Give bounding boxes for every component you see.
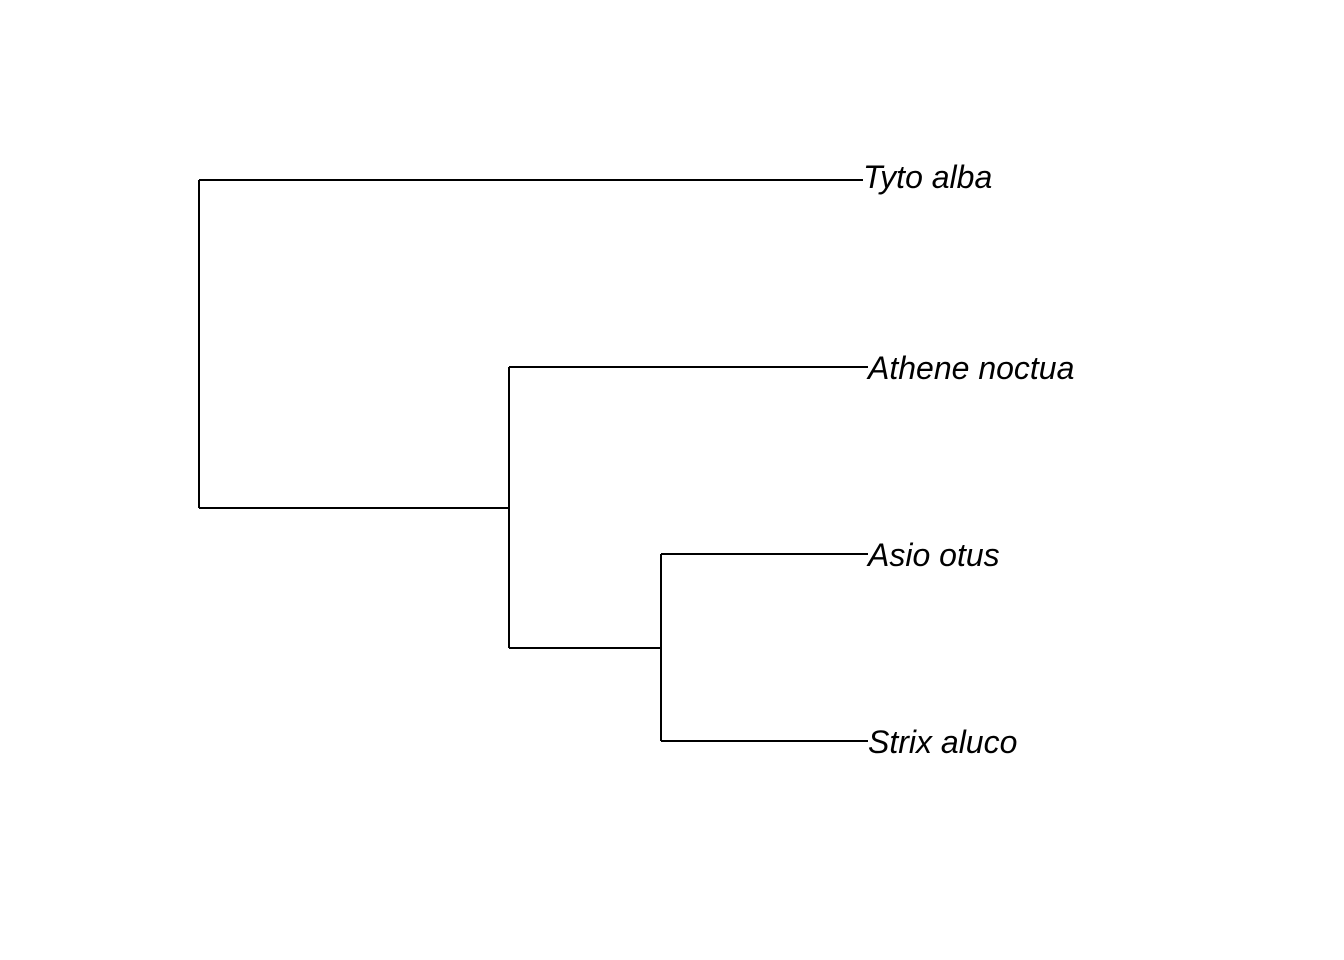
- tip-label-tyto-alba: Tyto alba: [863, 159, 992, 195]
- tip-label-strix-aluco: Strix aluco: [868, 724, 1017, 760]
- tip-label-asio-otus: Asio otus: [866, 537, 1000, 573]
- tip-label-athene-noctua: Athene noctua: [866, 350, 1074, 386]
